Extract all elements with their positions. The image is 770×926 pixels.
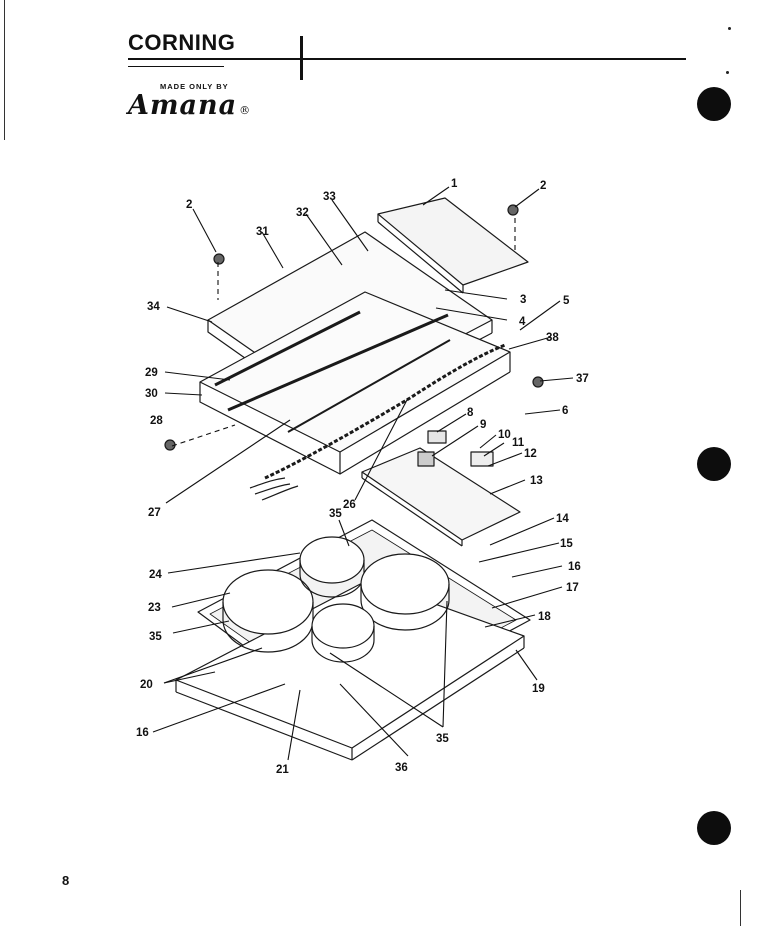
terminal-block: [470, 451, 494, 467]
callout-16-right: 16: [568, 561, 581, 573]
control-plate: [361, 447, 521, 541]
screw-side: [532, 376, 544, 388]
callout-36: 36: [395, 762, 408, 774]
callout-33: 33: [323, 191, 336, 203]
callout-1: 1: [451, 178, 458, 190]
switch-component: [427, 430, 447, 444]
callout-30: 30: [145, 388, 158, 400]
callout-15: 15: [560, 538, 573, 550]
bottom-edge-line: [740, 890, 741, 926]
callout-29: 29: [145, 367, 158, 379]
callout-10: 10: [498, 429, 511, 441]
screw-left: [213, 253, 225, 265]
binder-hole-bottom: [697, 811, 731, 845]
callout-11: 11: [512, 437, 525, 449]
callout-37: 37: [576, 373, 589, 385]
header-divider: [300, 36, 303, 80]
callout-5: 5: [563, 295, 570, 307]
header-rule: [128, 58, 686, 60]
callout-2-right: 2: [540, 180, 546, 192]
left-edge-line: [4, 0, 5, 140]
callout-12: 12: [524, 448, 537, 460]
callout-18: 18: [538, 611, 551, 623]
rear-trim-panel: [377, 197, 529, 286]
callout-8: 8: [467, 407, 474, 419]
callout-23: 23: [148, 602, 161, 614]
binder-hole-top: [697, 87, 731, 121]
brand-block: CORNING MADE ONLY BY Amana®: [128, 30, 308, 121]
callout-13: 13: [530, 475, 543, 487]
callout-19: 19: [532, 683, 545, 695]
callout-35-top: 35: [329, 508, 342, 520]
binder-hole-middle: [697, 447, 731, 481]
callout-6: 6: [562, 405, 568, 417]
speck-dot: [728, 27, 731, 30]
burner-element-rear-left: [299, 536, 365, 584]
speck-dot: [726, 71, 729, 74]
callout-3: 3: [520, 294, 526, 306]
burner-element-front-center: [311, 603, 375, 649]
callout-28: 28: [150, 415, 163, 427]
callout-31: 31: [256, 226, 269, 238]
callout-16-left: 16: [136, 727, 149, 739]
burner-element-right: [360, 553, 450, 615]
callout-32: 32: [296, 207, 309, 219]
callout-27: 27: [148, 507, 161, 519]
callout-34: 34: [147, 301, 160, 313]
callout-20: 20: [140, 679, 153, 691]
screw-right: [507, 204, 519, 216]
corning-wordmark: CORNING: [128, 30, 236, 55]
callout-17: 17: [566, 582, 579, 594]
relay-component: [417, 451, 435, 467]
amana-logo: Amana®: [128, 90, 252, 121]
callout-21: 21: [276, 764, 289, 776]
callout-26: 26: [343, 499, 356, 511]
page-number: 8: [62, 873, 70, 888]
burner-element-large-left: [222, 569, 314, 635]
callout-38: 38: [546, 332, 559, 344]
callout-35-left: 35: [149, 631, 162, 643]
callout-14: 14: [556, 513, 569, 525]
made-only-by-text: MADE ONLY BY: [160, 82, 229, 91]
callout-4: 4: [519, 316, 526, 328]
wiring-harness: [264, 343, 506, 480]
callout-9: 9: [480, 419, 486, 431]
callout-24: 24: [149, 569, 162, 581]
callout-35-bottom: 35: [436, 733, 449, 745]
header-subrule: [128, 66, 224, 67]
callout-2-left: 2: [186, 199, 192, 211]
